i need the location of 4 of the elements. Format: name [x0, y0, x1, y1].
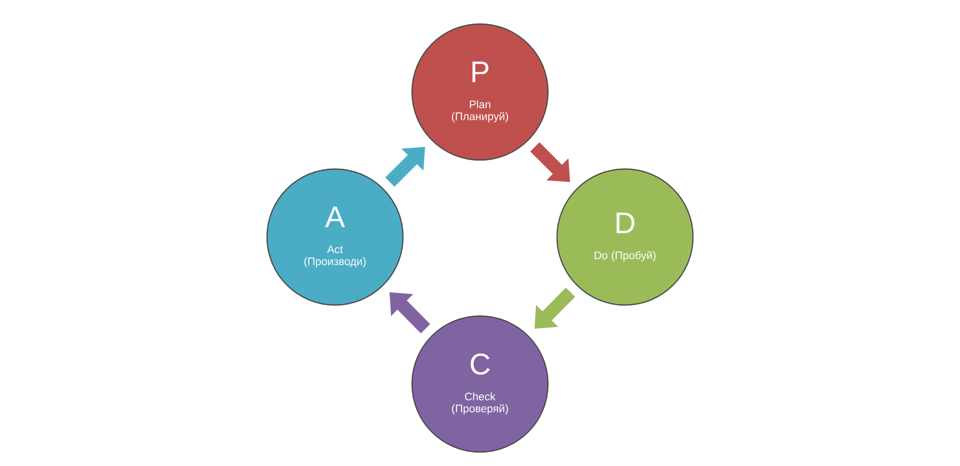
circle-node: P Plan (Планируй)	[411, 23, 549, 161]
circle-node: A Act (Производи)	[266, 168, 404, 306]
circle-node: D Do (Пробуй)	[556, 168, 694, 306]
circle-node: C Check (Проверяй)	[411, 315, 549, 453]
